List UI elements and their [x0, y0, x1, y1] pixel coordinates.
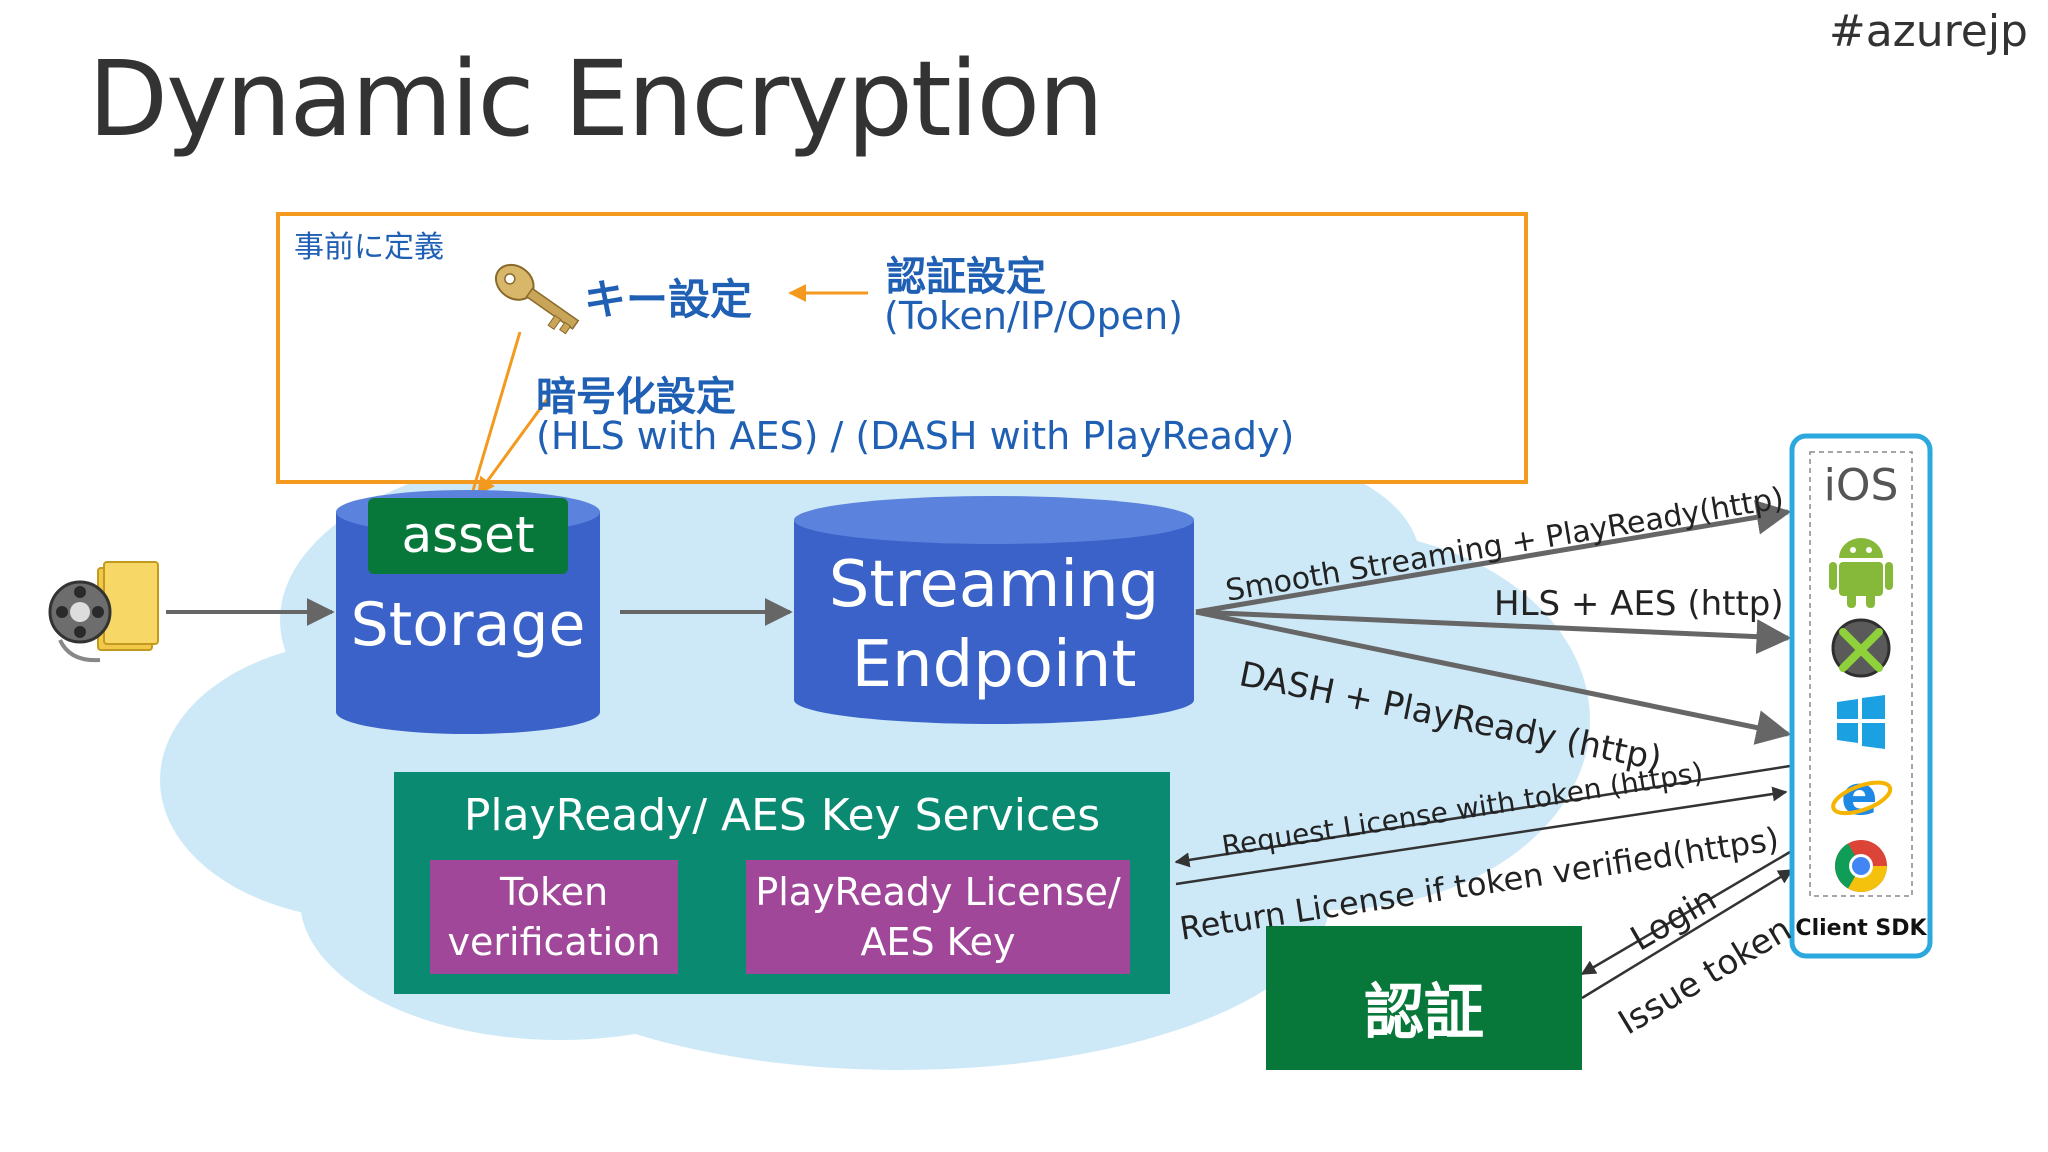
auth-setting-label: 認証設定 — [886, 254, 1046, 300]
key-icon — [494, 263, 580, 335]
token-verification-line1: Token — [499, 870, 609, 914]
media-file-icon — [48, 561, 159, 663]
xbox-icon — [1831, 618, 1891, 678]
smooth-streaming-arrow — [1195, 499, 1792, 615]
hls-arrow — [1195, 609, 1792, 655]
license-key-line2: AES Key — [860, 920, 1016, 964]
auth-options-label: (Token/IP/Open) — [884, 294, 1183, 338]
hls-label: HLS + AES (http) — [1494, 584, 1784, 624]
ie-icon: e — [1831, 764, 1893, 827]
predefined-box — [276, 212, 1528, 484]
storage-label: Storage — [350, 590, 586, 660]
key-to-storage-line-2 — [476, 397, 550, 496]
issue-token-arrow — [1581, 868, 1794, 1000]
dash-arrow — [1195, 609, 1792, 745]
streaming-endpoint-cylinder — [794, 496, 1194, 724]
auth-box-label: 認証 — [1364, 978, 1484, 1048]
return-license-arrow — [1175, 786, 1788, 886]
ios-icon: iOS — [1823, 460, 1899, 511]
encryption-setting-label: 暗号化設定 — [536, 374, 736, 420]
hashtag: #azurejp — [1828, 6, 2028, 57]
auth-box — [1266, 926, 1582, 1070]
license-key-line1: PlayReady License/ — [755, 870, 1121, 914]
windows-icon — [1837, 695, 1885, 749]
token-verification-line2: verification — [447, 920, 661, 964]
streaming-endpoint-line1: Streaming — [828, 548, 1160, 622]
page-title: Dynamic Encryption — [88, 38, 1104, 160]
client-sdk-inner — [1809, 451, 1913, 897]
svg-text:e: e — [1841, 764, 1878, 827]
request-license-arrow — [1174, 764, 1791, 868]
license-key-box — [746, 860, 1130, 974]
token-verification-box — [430, 860, 678, 974]
asset-badge — [368, 498, 568, 574]
key-services-title: PlayReady/ AES Key Services — [463, 790, 1101, 841]
predefined-label: 事前に定義 — [294, 230, 444, 265]
key-to-storage-line-1 — [470, 331, 522, 495]
streaming-endpoint-line2: Endpoint — [851, 628, 1137, 702]
login-arrow — [1580, 850, 1791, 976]
asset-badge-label: asset — [401, 506, 535, 564]
android-icon — [1829, 538, 1893, 608]
encryption-options-label: (HLS with AES) / (DASH with PlayReady) — [536, 414, 1295, 458]
client-sdk-label: Client SDK — [1795, 916, 1927, 941]
chrome-icon — [1835, 840, 1887, 892]
key-setting-label: キー設定 — [584, 275, 753, 324]
client-sdk-panel — [1789, 433, 1933, 959]
